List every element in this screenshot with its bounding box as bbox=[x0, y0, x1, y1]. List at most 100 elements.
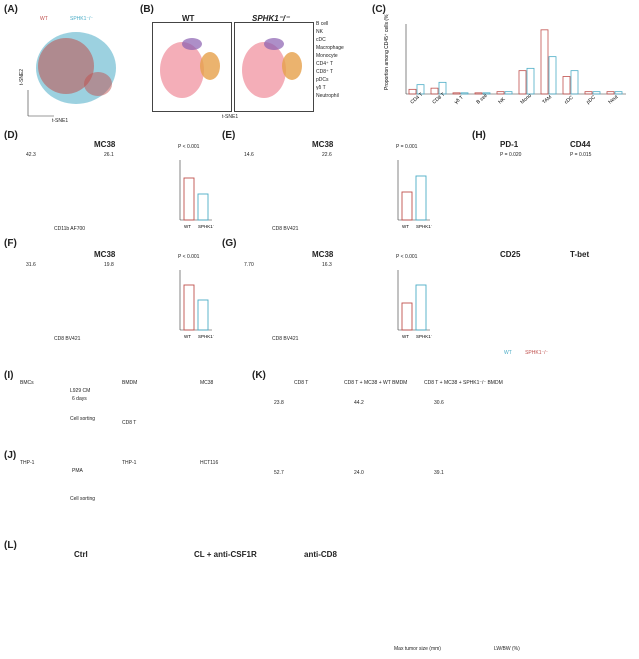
tick-label: WT bbox=[402, 224, 409, 229]
panel-f-title: MC38 bbox=[94, 250, 116, 259]
tick-label: SPHK1⁻/⁻ bbox=[416, 334, 432, 339]
k-gate: 44.2 bbox=[354, 400, 364, 406]
legend-wt: WT bbox=[504, 350, 512, 356]
bar bbox=[570, 70, 579, 95]
panel-label-g: (G) bbox=[222, 238, 237, 249]
panel-a-tsne: WT SPHK1⁻/⁻ t-SNE1 t-SNE2 bbox=[14, 14, 134, 124]
panel-label-f: (F) bbox=[4, 238, 17, 249]
tick-label: NK bbox=[497, 96, 507, 105]
pvalue-pd1: P = 0.020 bbox=[500, 152, 522, 158]
step-label: MC38 bbox=[200, 380, 214, 386]
tsne-wt-frame bbox=[152, 22, 232, 112]
panel-k: CD8 T CD8 T + MC38 + WT BMDM CD8 T + MC3… bbox=[264, 380, 634, 530]
legend-item: Monocyte bbox=[316, 53, 338, 59]
bar bbox=[452, 92, 461, 95]
step-label: BMCs bbox=[20, 380, 34, 386]
bar bbox=[183, 284, 195, 331]
bar-pvalue: P < 0.001 bbox=[396, 254, 418, 260]
panel-j-schematic: THP-1 PMA THP-1 HCT116 Cell sorting bbox=[14, 460, 244, 530]
bar bbox=[415, 284, 427, 331]
bar bbox=[401, 302, 413, 331]
panel-label-k: (K) bbox=[252, 370, 266, 381]
bar bbox=[474, 92, 483, 95]
tick-label: γδ T bbox=[453, 95, 464, 106]
legend-ko: SPHK1⁻/⁻ bbox=[525, 350, 549, 356]
panel-label-a: (A) bbox=[4, 4, 18, 15]
step-label: BMDM bbox=[122, 380, 138, 386]
flow-gate-wt: 14.6 bbox=[244, 152, 254, 158]
legend-item: cDC bbox=[316, 37, 326, 43]
marker-pd1: PD-1 bbox=[500, 140, 519, 149]
marker-cd44: CD44 bbox=[570, 140, 591, 149]
legend-wt: WT bbox=[40, 16, 48, 22]
l-group-title: anti-CD8 bbox=[304, 550, 337, 559]
l-group-title: CL + anti-CSF1R bbox=[194, 550, 257, 559]
bar bbox=[592, 91, 601, 95]
panel-b-tsne-clusters: WT SPHK1⁻/⁻ B cell NK cDC Macrophage Mon… bbox=[152, 14, 364, 124]
tick-label: WT bbox=[184, 334, 191, 339]
legend-item: NK bbox=[316, 29, 323, 35]
panel-e: MC38 WT SPHK1⁻/⁻ 14.6 22.6 CD8 BV421 P = … bbox=[232, 140, 432, 235]
bar bbox=[415, 175, 427, 221]
panel-label-i: (I) bbox=[4, 370, 14, 381]
tsne-ko-title: SPHK1⁻/⁻ bbox=[252, 14, 290, 23]
panel-i-schematic: BMCs L929 CM 6 days BMDM MC38 Cell sorti… bbox=[14, 380, 244, 450]
bar bbox=[438, 81, 447, 95]
k-gate: 39.1 bbox=[434, 470, 444, 476]
flow-xlabel: CD8 BV421 bbox=[54, 336, 81, 342]
panel-label-b: (B) bbox=[140, 4, 154, 15]
legend-item: γδ T bbox=[316, 85, 326, 91]
step-label: CD8 T bbox=[122, 420, 137, 426]
bar bbox=[430, 87, 439, 95]
k-gate: 52.7 bbox=[274, 470, 284, 476]
y-axis-label: Proportion among CD45⁺ cells (%) bbox=[384, 14, 390, 90]
bar-ylabel: Max tumor size (mm) bbox=[394, 646, 441, 652]
panel-h-boxplots: PD-1 CD44 CD25 T-bet P = 0.020 P = 0.015… bbox=[484, 140, 634, 360]
legend-item: CD8⁺ T bbox=[316, 69, 333, 75]
step-label: Cell sorting bbox=[70, 496, 96, 502]
marker-cd25: CD25 bbox=[500, 250, 521, 259]
flow-gate-ko: 22.6 bbox=[322, 152, 332, 158]
panel-l: Ctrl CL + anti-CSF1R anti-CD8 Max tumor … bbox=[14, 550, 634, 655]
tsne-overlay-plot bbox=[27, 32, 116, 117]
flow-gate-wt: 42.3 bbox=[26, 152, 36, 158]
flow-gate-ko: 26.1 bbox=[104, 152, 114, 158]
bar bbox=[504, 91, 513, 95]
tick-label: Mono bbox=[519, 93, 533, 106]
bar-pvalue: P < 0.001 bbox=[178, 254, 200, 260]
tick-label: WT bbox=[402, 334, 409, 339]
flow-xlabel: CD8 BV421 bbox=[272, 336, 299, 342]
tick-label: SPHK1⁻/⁻ bbox=[416, 224, 432, 229]
panel-label-j: (J) bbox=[4, 450, 17, 461]
tsne-ko-frame bbox=[234, 22, 314, 112]
tick-label: cDC bbox=[563, 94, 575, 105]
tick-label: pDC bbox=[585, 94, 597, 105]
step-label: 6 days bbox=[72, 396, 87, 402]
bar bbox=[526, 67, 535, 95]
panel-label-h: (H) bbox=[472, 130, 486, 141]
step-label: HCT116 bbox=[200, 460, 219, 466]
bar-pvalue: P = 0.001 bbox=[396, 144, 418, 150]
bar bbox=[183, 177, 195, 221]
step-label: PMA bbox=[72, 468, 83, 474]
panel-label-d: (D) bbox=[4, 130, 18, 141]
tsne-cluster-plot bbox=[160, 38, 302, 98]
flow-gate-wt: 7.70 bbox=[244, 262, 254, 268]
step-label: THP-1 bbox=[122, 460, 137, 466]
k-column-title: CD8 T + MC38 + WT BMDM bbox=[344, 380, 408, 386]
bar bbox=[584, 91, 593, 95]
k-column-title: CD8 T bbox=[294, 380, 309, 386]
k-gate: 30.6 bbox=[434, 400, 444, 406]
panel-e-title: MC38 bbox=[312, 140, 334, 149]
bar bbox=[408, 88, 417, 95]
flow-gate-ko: 16.3 bbox=[322, 262, 332, 268]
bar bbox=[197, 193, 209, 221]
flow-xlabel: CD8 BV421 bbox=[272, 226, 299, 232]
flow-xlabel: CD11b AF700 bbox=[54, 226, 86, 232]
